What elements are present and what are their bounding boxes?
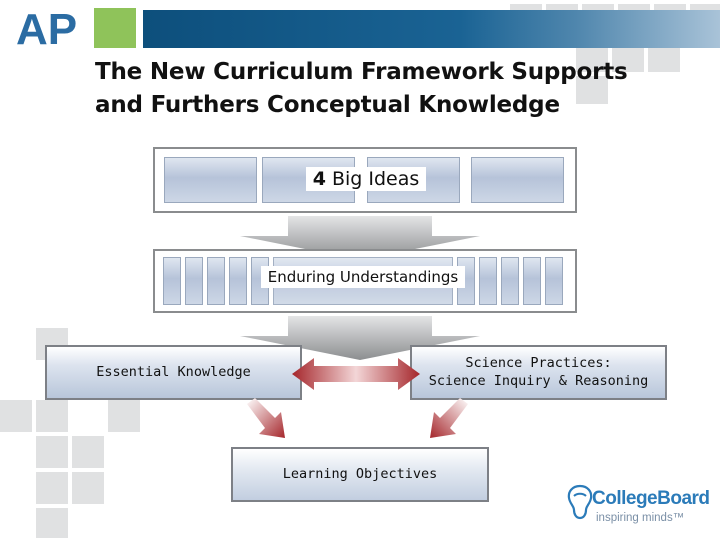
big-ideas-count: 4 xyxy=(312,168,326,190)
header-bar xyxy=(143,10,720,48)
arrow-sp-to-lo xyxy=(430,398,468,438)
collegeboard-name: CollegeBoard xyxy=(592,488,710,509)
acorn-icon xyxy=(567,484,593,520)
collegeboard-logo: CollegeBoard inspiring minds™ xyxy=(566,482,712,528)
decorative-squares-left xyxy=(0,320,160,540)
slide-title-line2: and Furthers Conceptual Knowledge xyxy=(95,92,560,118)
essential-knowledge-box: Essential Knowledge xyxy=(45,345,302,400)
big-ideas-box: 4 Big Ideas xyxy=(153,147,577,213)
science-practices-box: Science Practices: Science Inquiry & Rea… xyxy=(410,345,667,400)
slide-title: The New Curriculum Framework Supports an… xyxy=(95,56,695,122)
double-arrow xyxy=(292,358,420,390)
big-idea-tile xyxy=(471,157,564,203)
accent-green-block xyxy=(94,8,136,48)
down-arrow-1 xyxy=(240,216,480,260)
big-idea-tile xyxy=(262,157,355,203)
big-ideas-text: Big Ideas xyxy=(331,168,420,190)
ap-logo: AP xyxy=(16,5,77,50)
science-practices-label: Science Practices: Science Inquiry & Rea… xyxy=(412,354,665,390)
learning-objectives-label: Learning Objectives xyxy=(282,466,438,482)
slide-title-line1: The New Curriculum Framework Supports xyxy=(95,59,628,85)
science-practices-line2: Science Inquiry & Reasoning xyxy=(428,373,649,389)
big-ideas-label: 4 Big Ideas xyxy=(306,167,426,191)
learning-objectives-box: Learning Objectives xyxy=(231,447,489,502)
big-idea-tile xyxy=(164,157,257,203)
essential-knowledge-label: Essential Knowledge xyxy=(96,364,251,380)
science-practices-line1: Science Practices: xyxy=(465,355,612,371)
ap-logo-text: AP xyxy=(16,5,77,50)
enduring-understandings-label: Enduring Understandings xyxy=(261,266,465,288)
down-arrow-2 xyxy=(240,316,480,360)
arrow-ek-to-lo xyxy=(247,398,285,438)
enduring-understandings-box: Enduring Understandings xyxy=(153,249,577,313)
collegeboard-tagline: inspiring minds™ xyxy=(596,512,685,524)
